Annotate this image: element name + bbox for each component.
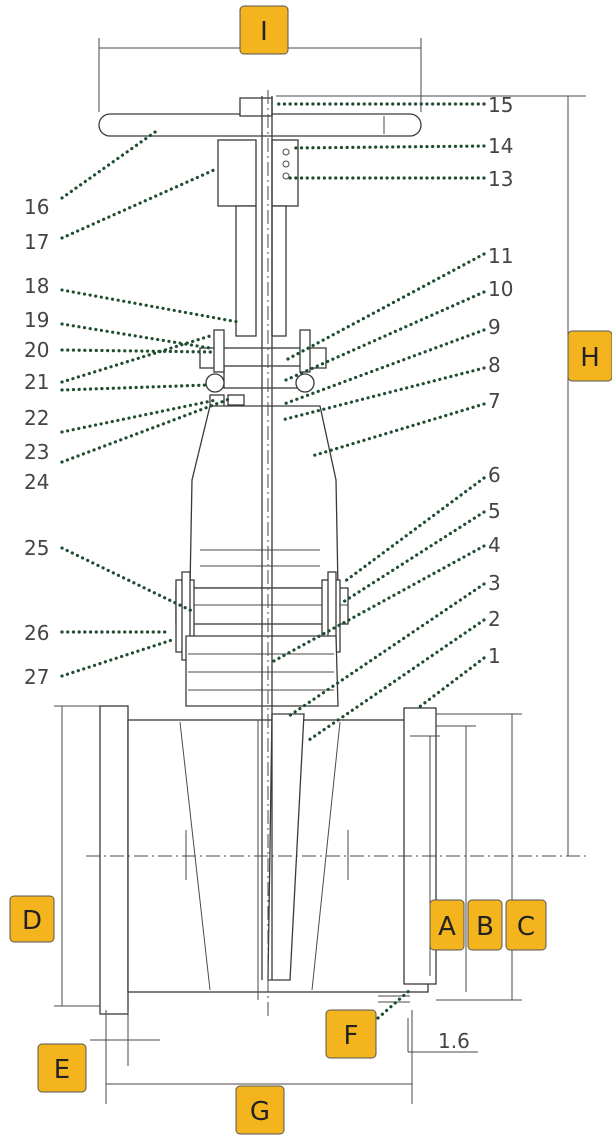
svg-text:G: G	[250, 1097, 270, 1127]
dim-label-F: F	[325, 1009, 377, 1059]
dim-label-H: H	[567, 330, 612, 382]
callout-13: 13	[488, 167, 513, 191]
dim-label-A: A	[429, 899, 465, 951]
svg-text:F: F	[344, 1021, 359, 1051]
callout-20: 20	[24, 338, 49, 362]
callout-8: 8	[488, 353, 501, 377]
dimension-lines	[54, 38, 586, 1104]
gate-wedge	[267, 713, 305, 981]
callout-1: 1	[488, 644, 501, 668]
yoke	[217, 139, 299, 337]
dim-label-G: G	[235, 1085, 285, 1135]
svg-text:A: A	[438, 912, 456, 942]
callout-2: 2	[488, 607, 501, 631]
callout-5: 5	[488, 499, 501, 523]
callout-27: 27	[24, 665, 49, 689]
callout-14: 14	[488, 134, 513, 158]
callout-3: 3	[488, 571, 501, 595]
dim-label-D: D	[9, 895, 55, 943]
stem	[261, 96, 273, 980]
svg-text:I: I	[260, 17, 268, 47]
callout-21: 21	[24, 370, 49, 394]
svg-text:H: H	[580, 343, 600, 373]
bonnet	[189, 405, 339, 589]
handwheel	[98, 97, 422, 137]
leader-lines	[60, 102, 486, 1020]
callout-26: 26	[24, 621, 49, 645]
callout-19: 19	[24, 308, 49, 332]
callout-16: 16	[24, 195, 49, 219]
dim-label-B: B	[467, 899, 503, 951]
callout-7: 7	[488, 389, 501, 413]
callout-10: 10	[488, 277, 513, 301]
callout-11: 11	[488, 244, 513, 268]
callout-4: 4	[488, 533, 501, 557]
callout-6: 6	[488, 463, 501, 487]
callout-24: 24	[24, 470, 49, 494]
svg-text:D: D	[22, 906, 42, 936]
callout-18: 18	[24, 274, 49, 298]
callout-17: 17	[24, 230, 49, 254]
dim-label-I: I	[239, 5, 289, 55]
dim-label-C: C	[505, 899, 547, 951]
callout-22: 22	[24, 406, 49, 430]
dim-label-E: E	[37, 1043, 87, 1093]
callout-numbers: 15 14 13 16 17 11 18 10 19 9 20 8 21 7 2…	[24, 93, 513, 1053]
callout-15: 15	[488, 93, 513, 117]
gland-assembly	[199, 329, 327, 408]
svg-text:C: C	[517, 912, 535, 942]
svg-text:B: B	[476, 912, 494, 942]
svg-text:E: E	[54, 1055, 70, 1085]
flange-thickness-note: 1.6	[438, 1029, 470, 1053]
callout-23: 23	[24, 440, 49, 464]
valve-drawing	[86, 90, 586, 1016]
callout-25: 25	[24, 536, 49, 560]
callout-9: 9	[488, 315, 501, 339]
